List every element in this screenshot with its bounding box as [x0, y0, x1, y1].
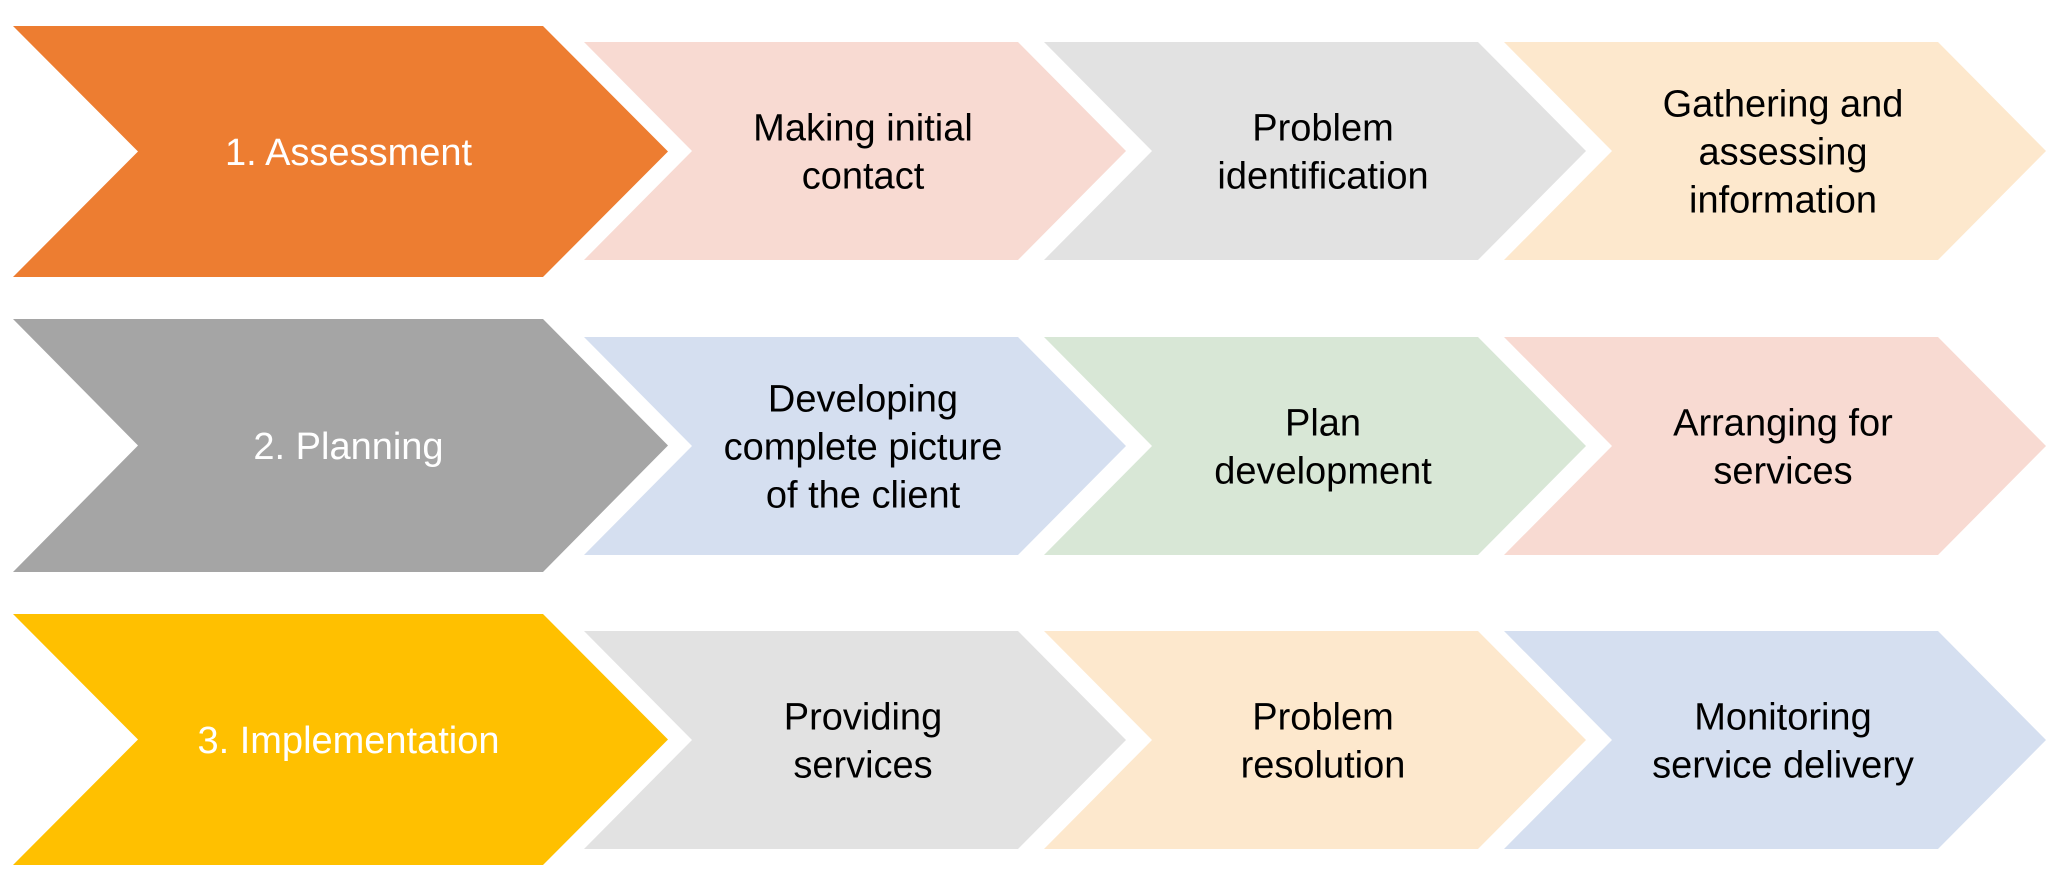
step-label-line: assessing	[1699, 131, 1868, 173]
phase-chevron: 1. Assessment	[13, 26, 668, 277]
step-chevron: Gathering and assessing information	[1504, 42, 2046, 260]
step-label-line: Providing	[784, 696, 942, 738]
step-label-line: services	[793, 744, 932, 786]
step-label: Developing complete picture of the client	[724, 378, 1003, 516]
phase-label: 3. Implementation	[197, 720, 499, 762]
step-label: Making initial contact	[753, 107, 973, 197]
step-chevron-shape	[584, 42, 1126, 260]
step-chevron: Monitoring service delivery	[1504, 631, 2046, 849]
step-chevron-shape	[1504, 337, 2046, 555]
step-label-line: service delivery	[1652, 744, 1914, 786]
step-label-line: Arranging for	[1673, 402, 1893, 444]
step-label: Plan development	[1214, 402, 1432, 492]
process-row: 1. Assessment Making initial contact Proble…	[13, 26, 2046, 277]
phase-chevron: 2. Planning	[13, 319, 668, 572]
step-chevron-shape	[1044, 631, 1586, 849]
step-label-line: Making initial	[753, 107, 973, 149]
step-chevron-shape	[584, 631, 1126, 849]
phase-chevron: 3. Implementation	[13, 614, 668, 865]
step-label: Monitoring service delivery	[1652, 696, 1914, 786]
step-label-line: complete picture	[724, 426, 1003, 468]
step-chevron-shape	[1504, 42, 2046, 260]
step-label-line: Monitoring	[1694, 696, 1871, 738]
step-label: Problem identification	[1217, 107, 1428, 197]
step-label-line: Problem	[1252, 107, 1394, 149]
step-label-line: development	[1214, 450, 1432, 492]
step-label-line: information	[1689, 179, 1877, 221]
step-label: Providing services	[784, 696, 942, 786]
step-label-line: Gathering and	[1663, 83, 1904, 125]
step-label: Gathering and assessing information	[1663, 83, 1904, 221]
step-label-line: services	[1713, 450, 1852, 492]
step-chevron: Plan development	[1044, 337, 1586, 555]
step-label: Arranging for services	[1673, 402, 1893, 492]
phase-chevron-shape	[13, 614, 668, 865]
step-label-line: Problem	[1252, 696, 1394, 738]
step-label: Problem resolution	[1241, 696, 1406, 786]
phase-chevron-shape	[13, 26, 668, 277]
phase-label: 2. Planning	[253, 426, 443, 468]
process-row: 2. Planning Developing complete picture of …	[13, 319, 2046, 572]
step-chevron: Problem identification	[1044, 42, 1586, 260]
step-label-line: resolution	[1241, 744, 1406, 786]
step-chevron: Arranging for services	[1504, 337, 2046, 555]
step-chevron: Providing services	[584, 631, 1126, 849]
step-label-line: of the client	[766, 474, 961, 516]
step-chevron: Making initial contact	[584, 42, 1126, 260]
step-label-line: Plan	[1285, 402, 1361, 444]
phase-label: 1. Assessment	[225, 132, 473, 174]
step-label-line: contact	[802, 155, 925, 197]
step-chevron-shape	[1044, 42, 1586, 260]
process-row: 3. Implementation Providing services Proble…	[13, 614, 2046, 865]
step-chevron-shape	[1044, 337, 1586, 555]
phase-chevron-shape	[13, 319, 668, 572]
step-chevron: Developing complete picture of the client	[584, 337, 1126, 555]
step-chevron: Problem resolution	[1044, 631, 1586, 849]
step-label-line: Developing	[768, 378, 958, 420]
step-chevron-shape	[1504, 631, 2046, 849]
step-chevron-shape	[584, 337, 1126, 555]
step-label-line: identification	[1217, 155, 1428, 197]
